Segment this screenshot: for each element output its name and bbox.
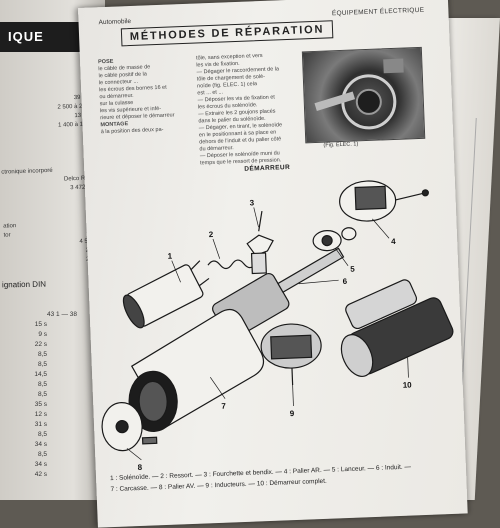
din-row: 12 s [34,411,47,418]
din-row: 14,5 [34,371,47,378]
callout-10: 10 [403,380,413,389]
din-row: 8,5 [37,431,47,438]
fork-bendix-part [246,210,274,275]
din-row: 43 1 — 38 [47,311,77,318]
left-bottom-title: ignation DIN [1,279,47,290]
callout-2: 2 [209,230,214,239]
legend-item: 2 : Ressort. [160,471,194,481]
legend-item: 5 : Lanceur. [331,465,366,474]
callout-7: 7 [221,402,226,411]
casing-part [128,308,265,432]
legend-item: 6 : Induit. [375,463,403,472]
figure-photo [301,46,426,144]
legend-item: 9 : Inducteurs. [205,480,247,490]
legend-item: 4 : Palier AR. [283,466,322,476]
rear-bearing-part [339,180,429,222]
din-row: 22 s [34,341,47,348]
din-row: 34 s [34,461,47,468]
section-label: ÉQUIPEMENT ÉLECTRIQUE [331,6,425,18]
starter-exploded-diagram: 1 2 3 4 5 6 7 8 9 10 [101,180,454,472]
din-row: 35 s [34,401,47,408]
legend-item: 1 : Solénoïde. [109,473,151,483]
din-row: 9 s [38,331,47,338]
main-page: Automobile ÉQUIPEMENT ÉLECTRIQUE MÉTHODE… [78,0,468,528]
page-title: MÉTHODES DE RÉPARATION [120,20,334,47]
din-row: 8,5 [37,351,47,358]
legend-item: 8 : Palier AV. [158,482,196,492]
spec-label: tor [3,232,11,239]
callout-4: 4 [391,237,396,246]
din-row: 31 s [34,421,47,428]
photo-caption: (Fig. ELEC. 1) [323,141,359,149]
spring-part [207,259,257,270]
solenoid-part [122,260,210,329]
din-row: 34 s [34,441,47,448]
complete-starter-part [340,279,454,377]
din-row: 8,5 [37,361,47,368]
callout-9: 9 [290,409,295,418]
din-row: 8,5 [37,451,47,458]
callout-5: 5 [350,265,355,274]
legend-item: 10 : Démarreur complet. [256,477,327,488]
brand-label: Automobile [98,17,132,27]
pinion-part [312,227,357,252]
callout-6: 6 [343,277,348,286]
callout-3: 3 [249,198,254,207]
din-row: 8,5 [37,391,47,398]
photo-illustration [314,58,404,130]
legend-item: 3 : Fourchette et bendix. [203,468,274,479]
din-row: 15 s [34,321,47,328]
left-page-header: IQUE [0,22,88,52]
legend-item: 7 : Carcasse. [110,484,149,494]
front-bearing-part [101,402,158,452]
field-coils-part [260,323,322,386]
callout-8: 8 [138,463,143,472]
din-row: 8,5 [37,381,47,388]
page-header: Automobile ÉQUIPEMENT ÉLECTRIQUE MÉTHODE… [98,5,429,54]
spec-label: ation [3,223,17,230]
din-row: 42 s [34,471,47,478]
callout-1: 1 [167,252,172,261]
spec-label: ctronique incorporé [1,167,53,176]
